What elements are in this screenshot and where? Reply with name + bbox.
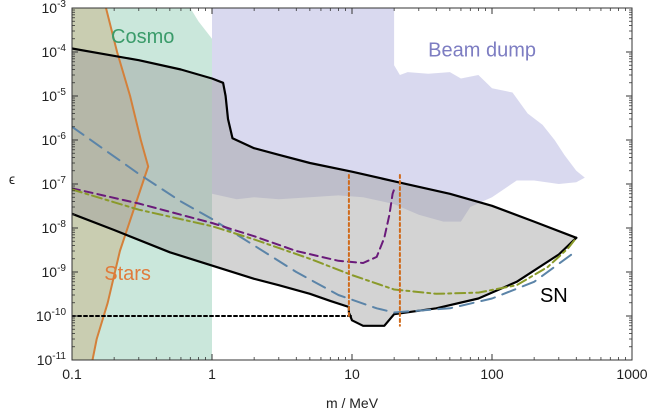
series-olive-dashdot: [72, 188, 578, 295]
x-axis-label: m / MeV: [326, 395, 379, 411]
region-sn: [72, 48, 577, 326]
y-tick-label: 10-9: [42, 263, 67, 280]
y-tick-label: 10-3: [42, 0, 67, 16]
label-stars: Stars: [104, 263, 151, 285]
y-tick-label: 10-11: [37, 351, 67, 368]
series-sn-upper: [72, 47, 578, 239]
y-tick-label: 10-7: [42, 175, 67, 192]
axis-ticks: 0.1 1 10 100 1000 10-11 10-10 10-9 10-8 10-7 10-6 1…: [36, 0, 648, 382]
x-tick-label: 1000: [616, 366, 647, 382]
y-tick-label: 10-4: [42, 43, 67, 60]
curve-series: [72, 8, 578, 360]
label-cosmo: Cosmo: [111, 26, 174, 48]
series-blue-dashed: [72, 125, 578, 314]
region-beam-dump: [212, 8, 585, 222]
x-tick-label: 100: [480, 366, 504, 382]
x-tick-label: 1: [208, 366, 216, 382]
series-stars-boundary: [91, 8, 150, 360]
label-sn: SN: [540, 285, 568, 307]
x-tick-label: 0.1: [62, 366, 82, 382]
x-tick-label: 10: [344, 366, 360, 382]
y-tick-label: 10-10: [36, 307, 66, 324]
series-purple-dashed: [72, 187, 396, 264]
y-axis-label: ϵ: [9, 171, 15, 187]
y-tick-label: 10-8: [42, 219, 67, 236]
shaded-regions: [72, 8, 585, 360]
label-beam-dump: Beam dump: [428, 39, 536, 61]
y-tick-label: 10-5: [42, 87, 67, 104]
y-tick-label: 10-6: [42, 131, 67, 148]
